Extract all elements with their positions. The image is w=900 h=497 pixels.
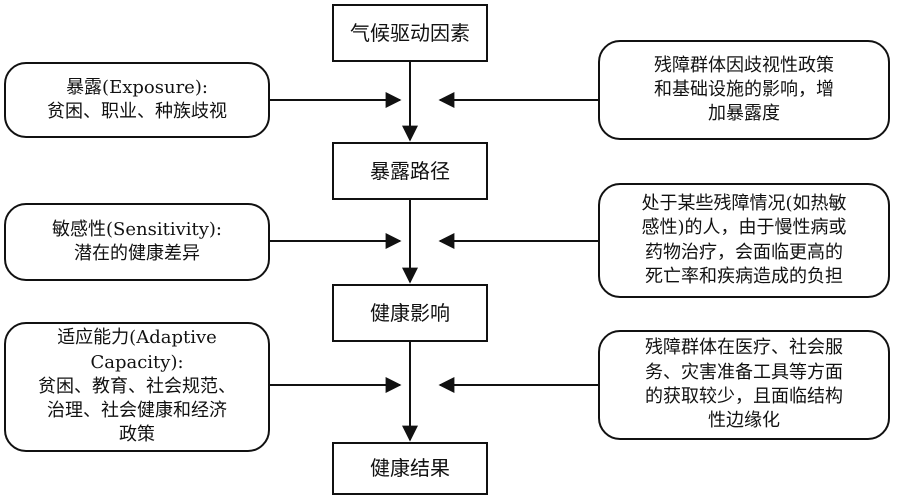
- climate-drivers-label: 气候驱动因素: [350, 20, 470, 45]
- adaptive-capacity-box: 适应能力(Adaptive Capacity): 贫困、教育、社会规范、 治理、…: [4, 322, 270, 452]
- exposure-pathways-label: 暴露路径: [370, 158, 450, 183]
- disability-adaptive-text: 残障群体在医疗、社会服 务、灾害准备工具等方面 的获取较少，且面临结构 性边缘化: [645, 337, 843, 432]
- health-impacts-label: 健康影响: [370, 300, 450, 325]
- health-outcomes-label: 健康结果: [370, 456, 450, 480]
- disability-adaptive-box: 残障群体在医疗、社会服 务、灾害准备工具等方面 的获取较少，且面临结构 性边缘化: [598, 330, 890, 440]
- disability-exposure-box: 残障群体因歧视性政策 和基础设施的影响，增 加暴露度: [598, 40, 890, 140]
- exposure-pathways-box: 暴露路径: [332, 142, 488, 200]
- exposure-factor-box: 暴露(Exposure): 贫困、职业、种族歧视: [4, 62, 270, 138]
- health-outcomes-box: 健康结果: [332, 442, 488, 495]
- health-impacts-box: 健康影响: [332, 284, 488, 342]
- disability-sensitivity-box: 处于某些残障情况(如热敏 感性)的人，由于慢性病或 药物治疗，会面临更高的 死亡…: [598, 183, 890, 298]
- sensitivity-factor-text: 敏感性(Sensitivity): 潜在的健康差异: [52, 218, 222, 264]
- sensitivity-factor-box: 敏感性(Sensitivity): 潜在的健康差异: [4, 203, 270, 281]
- disability-sensitivity-text: 处于某些残障情况(如热敏 感性)的人，由于慢性病或 药物治疗，会面临更高的 死亡…: [641, 192, 847, 287]
- disability-exposure-text: 残障群体因歧视性政策 和基础设施的影响，增 加暴露度: [654, 54, 834, 125]
- adaptive-capacity-text: 适应能力(Adaptive Capacity): 贫困、教育、社会规范、 治理、…: [38, 327, 236, 446]
- exposure-factor-text: 暴露(Exposure): 贫困、职业、种族歧视: [47, 76, 227, 122]
- climate-drivers-box: 气候驱动因素: [332, 4, 488, 62]
